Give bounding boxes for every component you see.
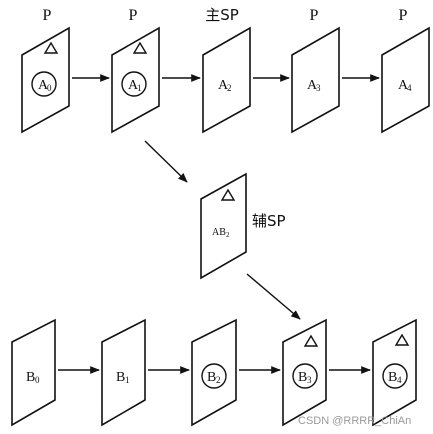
frame-a4-label: A [398, 78, 409, 93]
triangle-marker [394, 333, 410, 346]
frame-b1-sub: 1 [125, 375, 130, 385]
circle-marker [292, 363, 318, 389]
circle-marker [382, 363, 408, 389]
frame-a1: A 1 [111, 26, 160, 134]
frame-a3-label: A [307, 78, 318, 93]
frame-ab2-sub: 2 [226, 231, 230, 239]
frame-a2-label: A [218, 78, 229, 93]
triangle-marker [43, 41, 59, 54]
frame-b4: B 4 [372, 318, 417, 427]
circle-marker [201, 363, 227, 389]
top-label-1: P [129, 7, 138, 24]
frame-a2: A 2 [202, 26, 251, 134]
watermark: CSDN @RRRR_ChiAn [298, 415, 411, 427]
triangle-marker [220, 188, 236, 201]
aux-sp-label: 辅SP [252, 212, 286, 230]
frame-a4: A 4 [381, 26, 430, 134]
frame-b0-label: B [26, 370, 35, 385]
arrow-a1-ab2 [144, 140, 188, 183]
frame-b3-label: B [298, 370, 307, 385]
top-label-4: P [399, 7, 408, 24]
triangle-marker [132, 41, 148, 54]
top-label-0: P [43, 7, 52, 24]
frame-a2-sub: 2 [227, 83, 232, 93]
frame-b2: B 2 [191, 318, 237, 427]
frame-a0: A 0 [21, 26, 70, 134]
top-label-3: P [310, 7, 319, 24]
circle-marker [31, 71, 57, 97]
frame-a4-sub: 4 [407, 83, 412, 93]
frame-a3: A 3 [291, 26, 340, 134]
frame-a1-label: A [128, 78, 139, 93]
frame-b2-label: B [207, 370, 216, 385]
frame-a3-sub: 3 [316, 83, 321, 93]
frame-a0-sub: 0 [47, 83, 52, 93]
frame-a1-sub: 1 [137, 83, 142, 93]
top-label-2: 主SP [205, 6, 239, 24]
circle-marker [121, 71, 147, 97]
frame-b0: B 0 [11, 318, 56, 427]
arrow-ab2-b3 [246, 273, 301, 320]
frame-a0-label: A [38, 78, 49, 93]
triangle-marker [303, 334, 319, 347]
frame-b4-sub: 4 [397, 375, 402, 385]
frame-b3-sub: 3 [307, 375, 312, 385]
frame-ab2-label: AB [212, 227, 226, 238]
frame-b4-label: B [388, 370, 397, 385]
frame-b0-sub: 0 [35, 375, 40, 385]
frame-ab2: AB 2 [200, 172, 247, 280]
frame-b1: B 1 [101, 318, 146, 427]
frame-b2-sub: 2 [216, 375, 221, 385]
frame-b3: B 3 [282, 318, 327, 427]
frame-b1-label: B [116, 370, 125, 385]
